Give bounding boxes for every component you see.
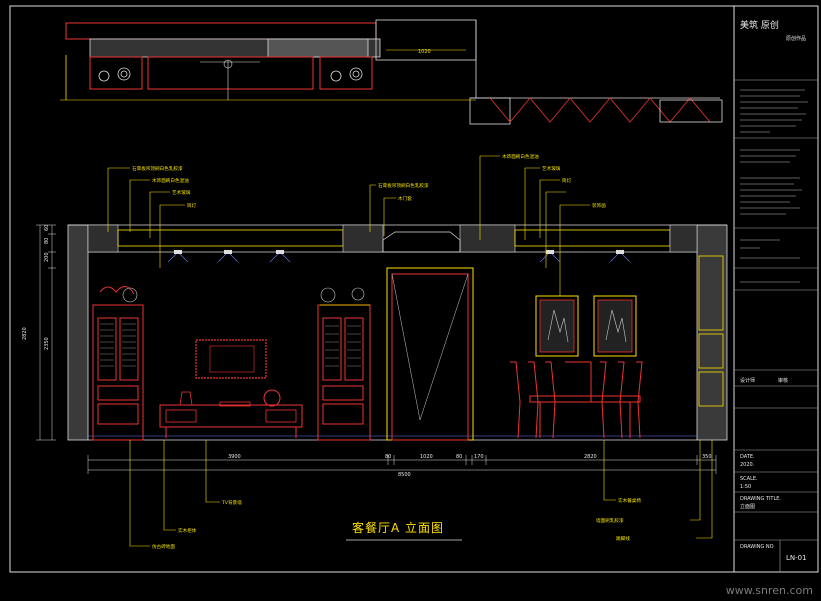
watermark: www.snren.com	[725, 584, 813, 597]
dim-h3: 80	[44, 238, 50, 244]
dim-seg1: 3900	[228, 454, 241, 460]
dimension-texts: 3900 80 1020 80 170 2820 350 8500 2820 2…	[22, 225, 712, 478]
dim-seg6: 2820	[584, 454, 597, 460]
drawing-title: 客餐厅A 立面图	[352, 521, 445, 535]
label-top-0: 石膏板吊顶刷白色乳胶漆	[132, 165, 183, 172]
dim-seg7: 350	[702, 454, 712, 460]
label-bottom-4: 墙面刷乳胶漆	[596, 517, 624, 524]
sheet-border	[9, 5, 819, 573]
dim-seg4: 80	[456, 454, 462, 460]
notes-text-block	[740, 89, 808, 283]
label-top-4: 石膏板吊顶刷白色乳胶漆	[378, 182, 429, 189]
label-bottom-0: TV背景墙	[221, 499, 242, 506]
label-top-5: 木门套	[398, 195, 412, 202]
scale-value: 1:50	[740, 484, 751, 490]
dim-total: 8500	[398, 472, 411, 478]
top-dim: 1020	[418, 49, 431, 55]
dim-seg3: 1020	[420, 454, 433, 460]
scale-label: SCALE.	[740, 476, 758, 482]
designer-label: 设计师	[740, 377, 755, 384]
date-label: DATE.	[740, 454, 755, 460]
dimension-lines	[36, 224, 717, 474]
title-block-grid	[734, 79, 818, 572]
leader-lines	[107, 155, 713, 547]
dim-height-total: 2820	[22, 327, 28, 340]
company-name: 美筑 原创	[740, 19, 779, 31]
label-top-7: 艺术玻璃	[542, 165, 561, 172]
dim-seg5: 170	[474, 454, 484, 460]
checker-label: 审核	[778, 377, 788, 384]
company-sub: 原创作品	[786, 35, 806, 42]
label-bottom-1: 实木柜体	[178, 527, 197, 534]
label-top-1: 木饰面刷白色混油	[152, 177, 189, 184]
label-top-6: 木饰面刷白色混油	[502, 153, 539, 160]
label-top-9: 装饰画	[592, 202, 606, 209]
drawing-no-label: DRAWING NO	[740, 544, 774, 550]
ceiling-section-detail: 1020	[60, 19, 723, 125]
dim-h4: 60	[44, 225, 50, 231]
annotations-top: 石膏板吊顶刷白色乳胶漆 木饰面刷白色混油 艺术玻璃 筒灯 石膏板吊顶刷白色乳胶漆…	[132, 153, 606, 209]
title-label: DRAWING TITLE.	[740, 496, 781, 502]
dim-seg2: 80	[385, 454, 391, 460]
label-bottom-5: 踢脚线	[616, 535, 630, 542]
drawing-no: LN-01	[786, 554, 807, 562]
date-value: 2020.	[740, 462, 755, 468]
main-elevation	[67, 224, 728, 441]
label-top-2: 艺术玻璃	[172, 189, 191, 196]
label-bottom-3: 实木餐桌椅	[618, 497, 641, 504]
dim-h1: 2350	[44, 337, 50, 350]
title-value: 立面图	[740, 503, 755, 510]
label-top-3: 筒灯	[187, 202, 197, 209]
annotations-bottom: TV背景墙 实木柜体 仿古砖地面 实木餐桌椅 墙面刷乳胶漆 踢脚线	[152, 497, 641, 550]
label-top-8: 筒灯	[562, 177, 572, 184]
label-bottom-2: 仿古砖地面	[152, 543, 175, 550]
dim-h2: 200	[44, 252, 50, 262]
